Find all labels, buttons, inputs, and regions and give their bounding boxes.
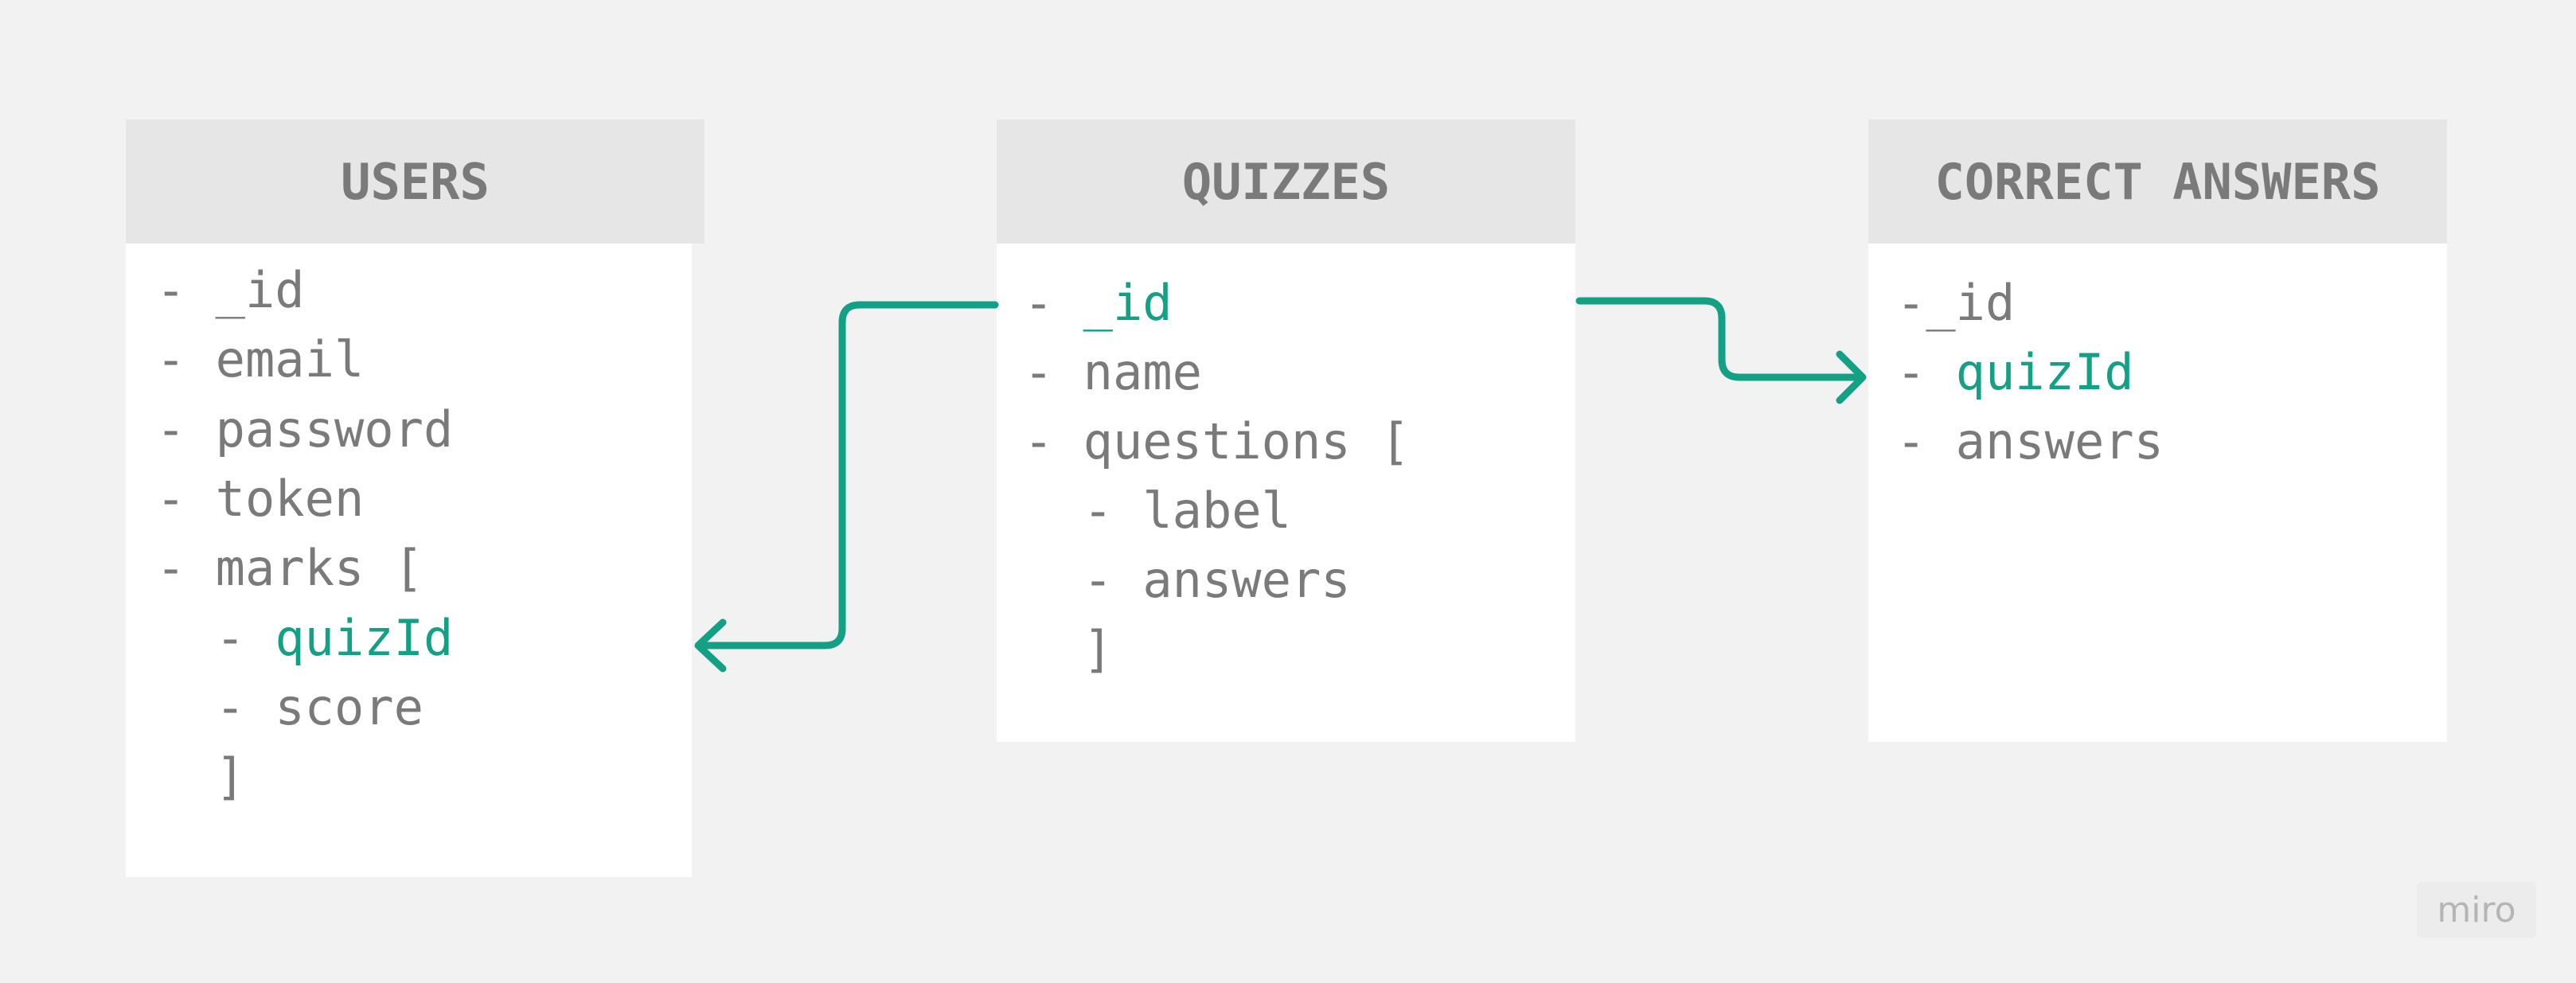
users-field-dash: - [156,677,275,736]
users-table-body [126,244,692,877]
users-field-name: _id [215,261,305,319]
users-field-name: score [275,677,423,736]
users-table[interactable]: USERS [126,119,704,877]
correct-answers-field-2: - answers [1896,417,2164,474]
quizzes-field-2: - questions [ [1024,417,1410,474]
quizzes-field-name: answers [1142,551,1351,609]
connector-quizzes-id-to-correct-answers-quizid[interactable] [1575,297,1865,381]
users-field-name: marks [ [215,539,423,598]
users-field-dash: - [156,539,216,598]
users-table-header: USERS [126,119,704,244]
users-field-1: - email [156,335,364,392]
users-field-5: - quizId [156,613,454,671]
quizzes-field-4: - answers [1024,556,1351,613]
correct-answers-field-dash: - [1896,343,1956,401]
correct-answers-field-dash: - [1896,412,1956,470]
connector-quizzes-id-to-users-quizid[interactable] [697,301,999,649]
users-field-dash: - [156,469,216,528]
correct-answers-field-name: quizId [1955,343,2134,401]
quizzes-field-dash: - [1024,274,1083,332]
quizzes-field-5: ] [1024,625,1113,682]
users-field-0: - _id [156,266,305,323]
users-field-name: password [215,400,454,458]
correct-answers-table-body [1868,244,2447,742]
quizzes-field-dash: - [1024,551,1143,609]
users-field-7: ] [156,752,245,809]
users-field-name: email [215,330,365,389]
users-field-6: - score [156,682,423,740]
quizzes-field-name: _id [1083,274,1173,332]
correct-answers-field-1: - quizId [1896,348,2134,405]
users-field-2: - password [156,404,453,462]
users-field-4: - marks [ [156,544,423,601]
users-field-dash: - [156,261,216,319]
correct-answers-table[interactable]: CORRECT ANSWERS [1868,119,2447,742]
users-field-3: - token [156,474,364,532]
quizzes-field-name: questions [ [1083,412,1411,470]
miro-watermark-text: miro [2437,889,2516,930]
arrowhead-correct-answers-quizid-icon [1836,350,1867,404]
quizzes-table[interactable]: QUIZZES [997,119,1575,742]
users-field-dash: - [156,330,216,389]
quizzes-field-name: ] [1083,620,1113,678]
users-field-name: token [215,469,365,528]
quizzes-field-1: - name [1024,348,1202,405]
quizzes-field-dash: - [1024,343,1083,401]
arrowhead-users-quizid-icon [694,618,727,673]
quizzes-field-dash: - [1024,482,1143,540]
quizzes-field-name: label [1142,482,1291,540]
miro-watermark: miro [2417,882,2536,938]
quizzes-field-dash: - [1024,412,1083,470]
users-field-name: ] [215,747,245,806]
correct-answers-table-header: CORRECT ANSWERS [1868,119,2447,244]
quizzes-field-0: - _id [1024,279,1173,336]
users-field-dash: - [156,608,275,667]
quizzes-table-header: QUIZZES [997,119,1575,244]
users-field-name: quizId [275,608,454,667]
quizzes-field-3: - label [1024,486,1291,544]
quizzes-field-name: name [1083,343,1202,401]
correct-answers-field-name: answers [1955,412,2164,470]
correct-answers-field-dash: - [1896,274,1926,332]
users-field-dash: - [156,400,216,458]
correct-answers-field-name: _id [1926,274,2016,332]
quizzes-table-body [997,244,1575,742]
correct-answers-field-0: -_id [1896,279,2015,336]
